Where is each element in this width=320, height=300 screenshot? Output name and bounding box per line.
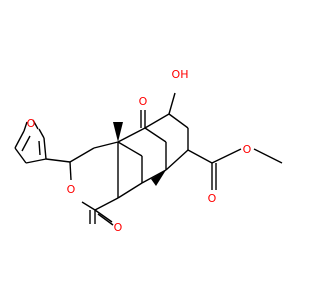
lactone-ring (69, 141, 119, 211)
methyl-wedge-2 (151, 170, 166, 186)
lactone-ring-oxygen-label: O (67, 183, 76, 196)
ring-c (117, 127, 167, 184)
ring-d (144, 92, 189, 171)
furan-oxygen-label: O (27, 117, 36, 130)
ketone-bond (140, 110, 146, 128)
furan-lactone-bond (45, 158, 71, 163)
ring-b (117, 141, 143, 199)
lactone-carbonyl-oxygen-label: O (114, 221, 123, 234)
furan-ring (14, 119, 47, 164)
ester-ether-oxygen-label: O (243, 143, 252, 156)
hydroxyl-label: OH (172, 68, 189, 81)
methyl-wedge-1 (113, 122, 123, 142)
ester-bonds (187, 148, 283, 190)
ester-carbonyl-oxygen-label: O (208, 192, 217, 205)
lactone-carbonyl-double-bond (94, 209, 114, 226)
molecule-structure: O O O (14, 68, 283, 234)
ketone-oxygen-label: O (139, 95, 148, 108)
molecule-canvas: O O O (14, 68, 283, 234)
lactone-carbonyl (89, 210, 96, 224)
